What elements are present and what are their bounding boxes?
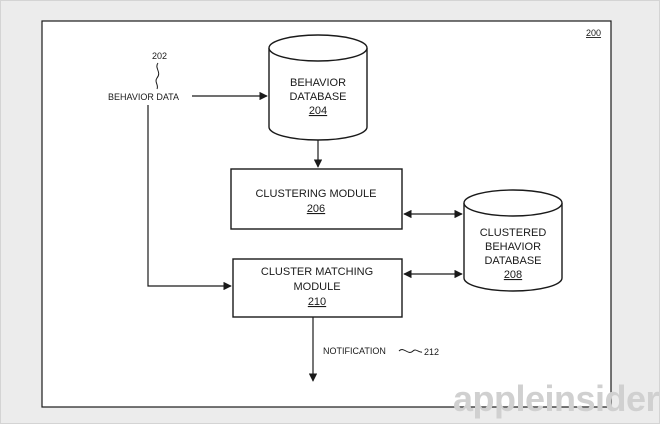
clustered-database-ref: 208 [504, 269, 522, 281]
behavior-database-cylinder [268, 34, 368, 141]
behavior-database-ref: 204 [309, 105, 327, 117]
clustering-module-box [230, 168, 403, 230]
behavior-database-line1: BEHAVIOR [290, 77, 346, 89]
behavior-data-ref: 202 [152, 51, 167, 61]
figure-ref: 200 [586, 28, 601, 38]
clustered-database-cylinder [463, 189, 563, 292]
notification-ref-leader [398, 349, 423, 353]
behavior-database-line2: DATABASE [289, 91, 346, 103]
cluster-matching-module-line2: MODULE [293, 281, 340, 293]
appleinsider-watermark: appleinsider [453, 378, 660, 419]
cluster-matching-module-ref: 210 [308, 296, 326, 308]
cluster-matching-module-box [232, 258, 403, 318]
clustered-database-line3: DATABASE [484, 255, 541, 267]
clustered-database-line2: BEHAVIOR [485, 241, 541, 253]
clustering-module-label: CLUSTERING MODULE [255, 188, 376, 200]
behavior-data-ref-leader [155, 62, 160, 90]
notification-ref: 212 [424, 347, 439, 357]
notification-label: NOTIFICATION [323, 346, 386, 356]
behavior-data-label: BEHAVIOR DATA [108, 92, 179, 102]
clustering-module-ref: 206 [307, 203, 325, 215]
clustered-database-line1: CLUSTERED [480, 227, 547, 239]
cluster-matching-module-line1: CLUSTER MATCHING [261, 266, 373, 278]
arrow-behavior-data-to-matching [147, 105, 232, 291]
